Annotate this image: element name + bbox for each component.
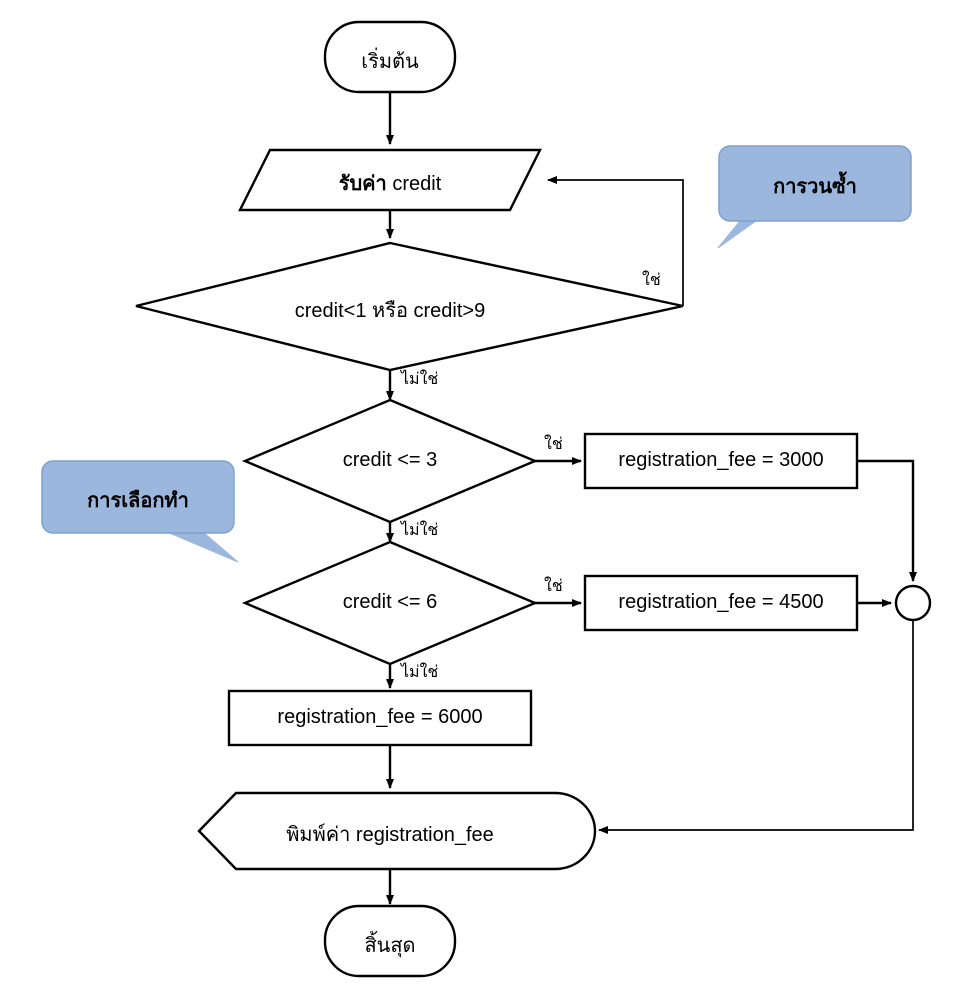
shape-decision-le6[interactable] [241, 540, 539, 666]
shape-input-parallelogram[interactable] [238, 148, 542, 212]
edge-label-le6-no: ไม่ใช่ [401, 664, 439, 681]
shape-fee-3000-box[interactable] [583, 432, 859, 490]
callout-loop-label: การวนซ้ำ [773, 176, 857, 198]
edge-label-range-no: ไม่ใช่ [401, 371, 439, 388]
edge-label-le6-yes: ใช่ [544, 578, 563, 595]
shape-decision-le3[interactable] [241, 398, 539, 524]
shape-decision-range[interactable] [135, 241, 684, 372]
edge-loopback-yes [547, 176, 684, 306]
shape-merge-connector-circle[interactable] [894, 584, 932, 622]
shape-fee-6000-box[interactable] [227, 689, 533, 747]
edge-label-range-yes: ใช่ [642, 272, 661, 289]
shape-start-terminator[interactable] [323, 20, 457, 94]
callout-loop-bubble[interactable] [718, 145, 912, 222]
shape-fee-4500-box[interactable] [583, 574, 859, 632]
edge-fee3000-to-merge [857, 459, 917, 582]
shape-end-terminator[interactable] [323, 904, 457, 978]
shape-output-display[interactable] [197, 791, 597, 871]
edge-label-le3-yes: ใช่ [544, 436, 563, 453]
callout-selection-bubble[interactable] [41, 460, 235, 534]
edge-merge-to-output [598, 620, 914, 834]
edge-label-le3-no: ไม่ใช่ [401, 522, 439, 539]
callout-selection-label: การเลือกทำ [87, 490, 189, 512]
